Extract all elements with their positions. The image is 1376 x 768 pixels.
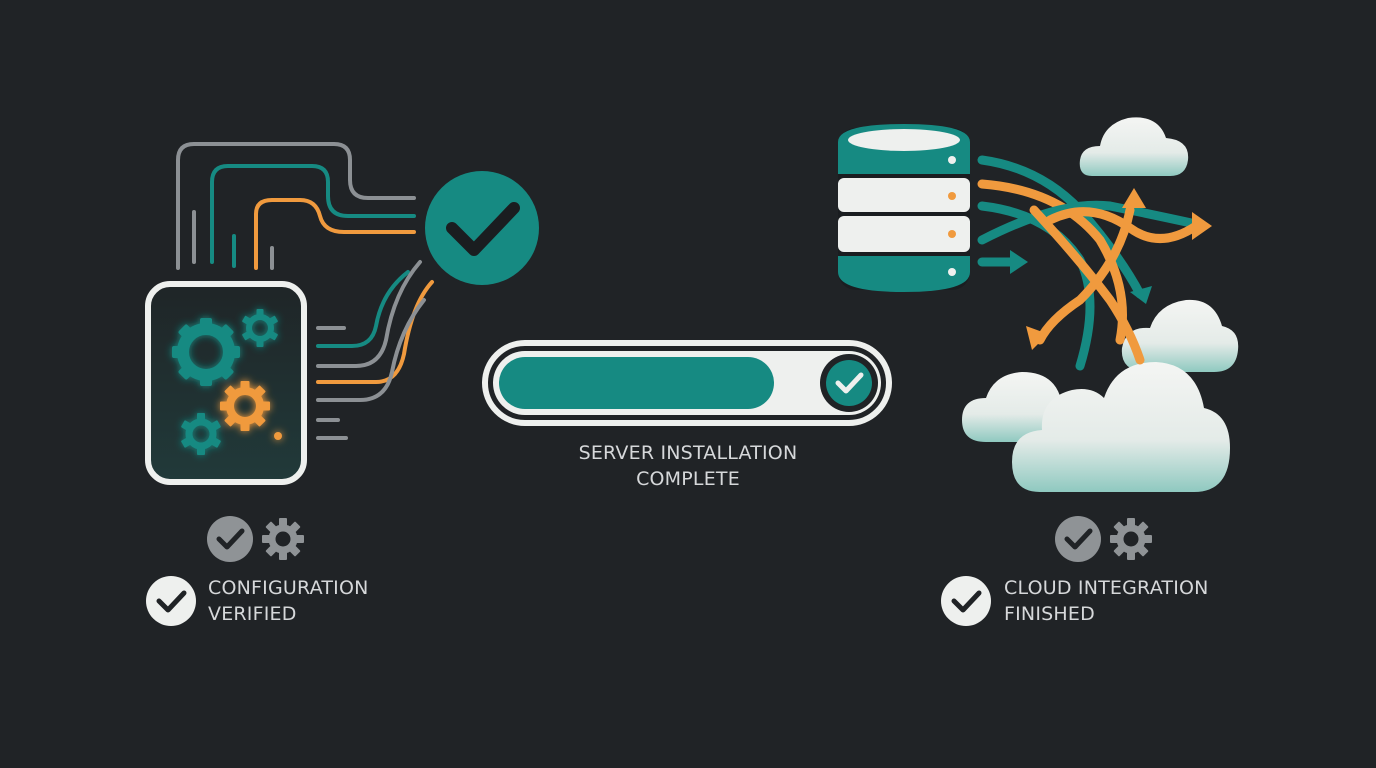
gear-icon <box>1110 518 1152 560</box>
check-icon <box>425 171 539 285</box>
server-status-caption: SERVER INSTALLATION COMPLETE <box>540 440 836 492</box>
check-icon <box>1055 516 1101 562</box>
config-status-line2: VERIFIED <box>208 603 297 625</box>
gear-icon <box>172 309 282 455</box>
cloud-icon <box>1012 362 1230 492</box>
check-icon <box>207 516 253 562</box>
config-wires <box>176 142 434 440</box>
config-panel-icon <box>145 281 307 485</box>
arrow-icon <box>1010 188 1212 350</box>
cloud-status-line2: FINISHED <box>1004 603 1095 625</box>
check-icon <box>146 576 196 626</box>
config-status-caption: CONFIGURATION VERIFIED <box>208 575 369 627</box>
server-status-line1: SERVER INSTALLATION <box>578 442 798 464</box>
check-icon <box>941 576 991 626</box>
database-icon <box>838 124 970 292</box>
gear-icon <box>262 518 304 560</box>
cloud-status-line1: CLOUD INTEGRATION <box>1004 577 1209 599</box>
cloud-icon <box>1121 299 1239 372</box>
cloud-icon <box>1079 117 1189 176</box>
server-status-line2: COMPLETE <box>636 468 740 490</box>
progress-bar <box>482 340 892 426</box>
config-status-line1: CONFIGURATION <box>208 577 369 599</box>
arrow-icon <box>977 155 1201 371</box>
cloud-status-caption: CLOUD INTEGRATION FINISHED <box>1004 575 1209 627</box>
check-icon <box>820 354 878 412</box>
